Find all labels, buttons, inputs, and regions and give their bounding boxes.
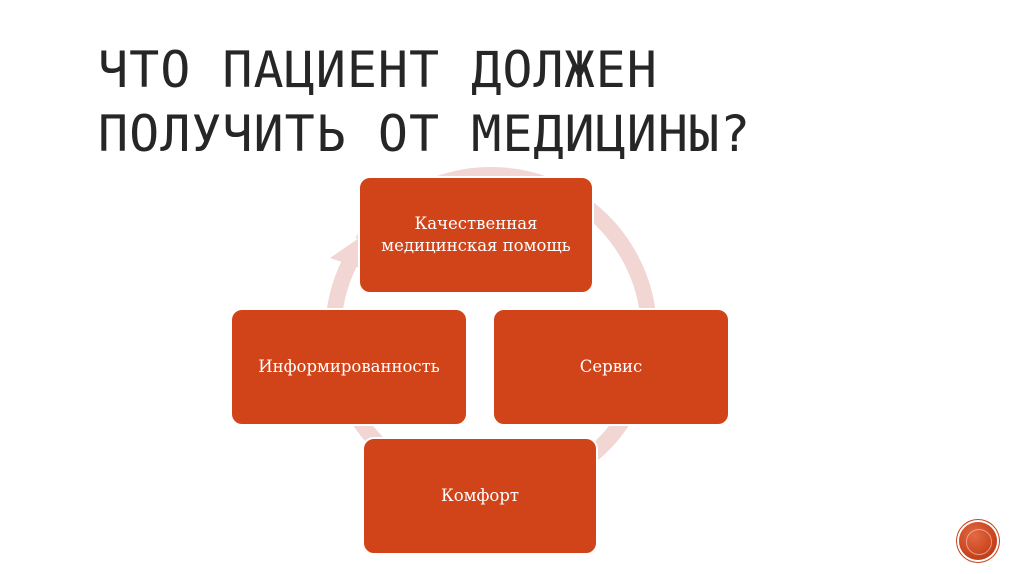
node-label-line-1: Качественная	[414, 214, 538, 233]
node-label-comfort: Комфорт	[440, 486, 520, 505]
title-line-2: получить от медицины?	[98, 105, 752, 163]
cycle-node-service: Сервис	[492, 308, 730, 426]
title-line-1: Что пациент должен	[98, 41, 658, 99]
cycle-node-quality-care: Качественная медицинская помощь	[358, 176, 594, 294]
node-label-service: Сервис	[579, 357, 643, 376]
cycle-node-awareness: Информированность	[230, 308, 468, 426]
circle-nav-icon[interactable]	[959, 522, 997, 560]
cycle-node-comfort: Комфорт	[362, 437, 598, 555]
cycle-arrowhead-icon	[330, 236, 366, 270]
node-label-awareness: Информированность	[258, 357, 440, 376]
node-label-line-2: медицинская помощь	[381, 236, 571, 255]
slide-title: Что пациент должен получить от медицины?	[98, 38, 918, 166]
